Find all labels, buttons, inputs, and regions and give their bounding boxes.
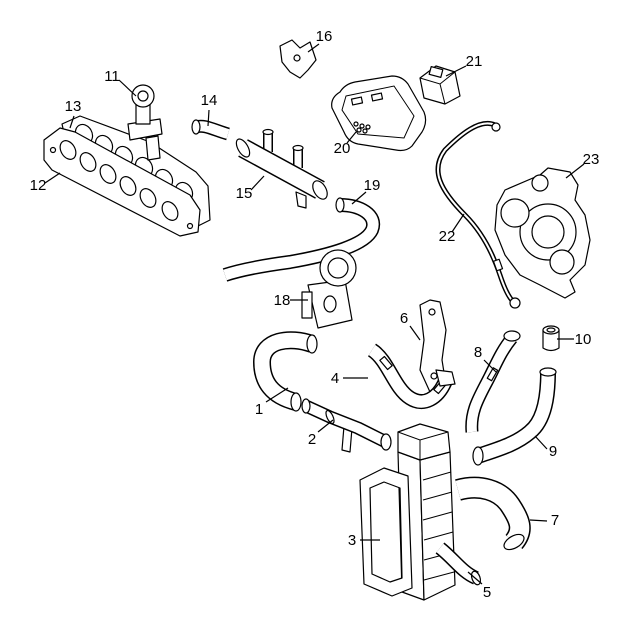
callout-18: 18 xyxy=(274,292,291,309)
callout-2: 2 xyxy=(308,431,316,448)
callout-3: 3 xyxy=(348,532,356,549)
part-pipe-7 xyxy=(455,476,531,551)
callout-19: 19 xyxy=(364,177,381,194)
part-hose-4 xyxy=(367,343,456,410)
callout-23: 23 xyxy=(583,151,600,168)
callout-4: 4 xyxy=(331,370,339,387)
callout-12: 12 xyxy=(30,177,47,194)
callout-10: 10 xyxy=(575,331,592,348)
callout-6: 6 xyxy=(400,310,408,327)
callout-22: 22 xyxy=(439,228,456,245)
part-small-bracket xyxy=(279,39,317,79)
part-egr-valve xyxy=(127,84,163,161)
leader-lines xyxy=(44,43,585,585)
part-frame-bracket xyxy=(359,467,413,597)
part-sensor-unit xyxy=(419,65,461,105)
callout-20: 20 xyxy=(334,140,351,157)
callout-11: 11 xyxy=(104,68,120,85)
part-throttle-valve xyxy=(301,249,357,329)
part-mounting-bracket xyxy=(419,299,447,393)
part-sleeve xyxy=(542,325,560,352)
part-small-elbow-hose xyxy=(191,119,230,141)
part-manifold-gasket xyxy=(43,127,201,237)
part-turbocharger xyxy=(494,167,591,299)
part-pipe-9 xyxy=(472,367,557,466)
callout-13: 13 xyxy=(65,98,82,115)
callout-14: 14 xyxy=(201,92,218,109)
part-control-module xyxy=(331,75,427,152)
part-hose-8 xyxy=(465,330,521,433)
callout-21: 21 xyxy=(466,53,483,70)
part-pipe-2 xyxy=(301,398,392,453)
callout-1: 1 xyxy=(255,401,263,418)
callout-9: 9 xyxy=(549,443,557,460)
part-t-pipe xyxy=(235,128,328,209)
callout-15: 15 xyxy=(236,185,253,202)
callout-5: 5 xyxy=(483,584,491,601)
callout-labels: 1 2 3 4 5 6 7 8 9 10 11 12 13 14 15 16 1… xyxy=(30,28,600,601)
callout-16: 16 xyxy=(316,28,333,45)
callout-8: 8 xyxy=(474,344,482,361)
part-cable xyxy=(435,121,521,309)
callout-7: 7 xyxy=(551,512,559,529)
